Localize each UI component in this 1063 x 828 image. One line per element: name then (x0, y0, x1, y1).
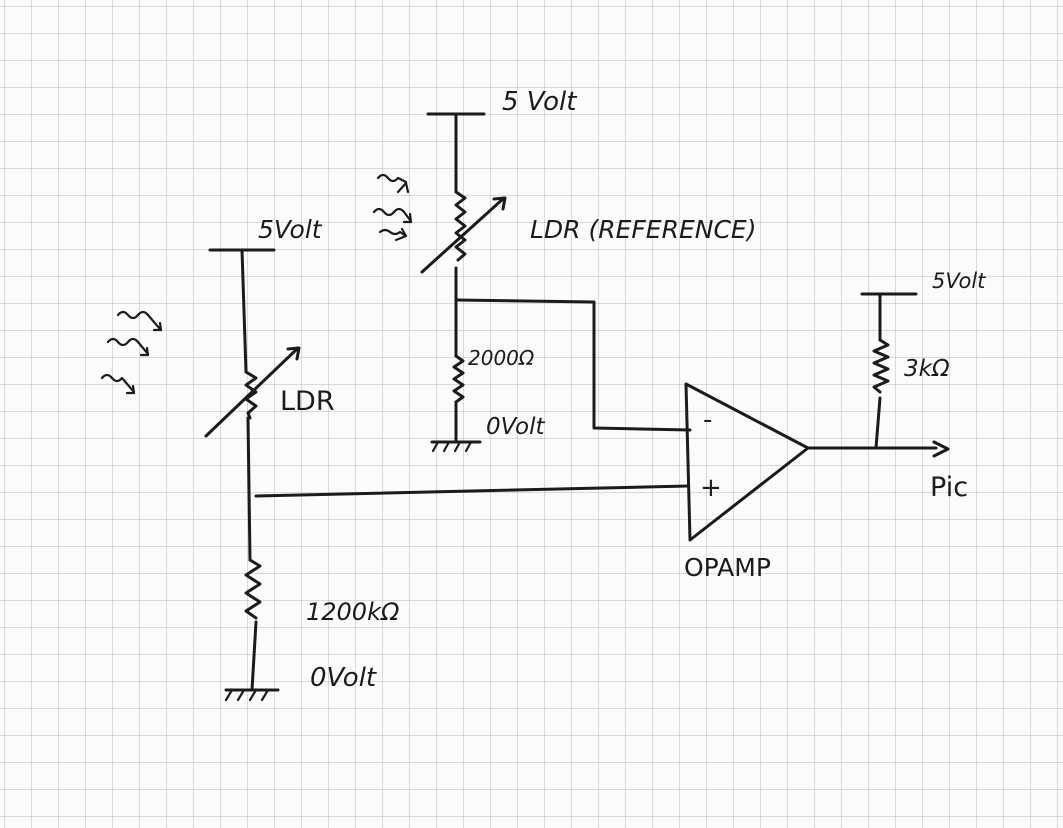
label-res-pullup: 3kΩ (904, 356, 950, 382)
pullup-branch (860, 292, 918, 450)
ground-main-hatch (224, 688, 270, 702)
label-res-ref: 2000Ω (468, 346, 535, 370)
reference-ldr-branch (420, 112, 692, 453)
ldr-main-variable-arrow (204, 346, 300, 438)
ldr-ref-symbol (454, 190, 467, 262)
wire-to-minus-input (454, 298, 692, 432)
ldr-main-symbol (244, 370, 258, 420)
resistor-pullup-symbol (872, 338, 890, 394)
output-arrow-icon (932, 440, 950, 458)
label-supply-pullup: 5Volt (932, 269, 986, 293)
wire-pullup-to-output (874, 396, 882, 450)
ground-ref-hatch (431, 440, 473, 453)
wire-ldr-to-resistor (246, 416, 252, 562)
wire-to-plus-input (254, 484, 690, 498)
label-gnd-main: 0Volt (310, 663, 377, 693)
ldr-ref-arrowhead (492, 196, 507, 211)
label-ldr-ref: LDR (REFERENCE) (530, 215, 756, 244)
label-res-main: 1200kΩ (306, 598, 400, 626)
wire-supply-to-ldr (240, 248, 248, 374)
resistor-main-symbol (244, 558, 262, 620)
opamp (684, 382, 950, 542)
ldr-ref-variable-arrow (420, 196, 506, 274)
label-opamp: OPAMP (684, 553, 771, 582)
light-rays-ref-icon (372, 173, 413, 242)
label-gnd-ref: 0Volt (486, 414, 545, 440)
main-ldr-branch (204, 248, 690, 702)
label-supply-ref: 5 Volt (502, 87, 577, 117)
resistor-ref-symbol (452, 354, 465, 404)
ldr-main-arrowhead (286, 346, 301, 361)
light-rays-main-icon (100, 310, 163, 395)
label-opamp-plus: + (700, 473, 722, 503)
opamp-triangle (684, 382, 810, 542)
label-supply-main: 5Volt (258, 215, 323, 244)
label-opamp-minus: - (703, 405, 712, 435)
wire-resistor-to-ground (250, 620, 258, 692)
label-ldr-main: LDR (280, 386, 335, 417)
label-output: Pic (930, 472, 968, 503)
